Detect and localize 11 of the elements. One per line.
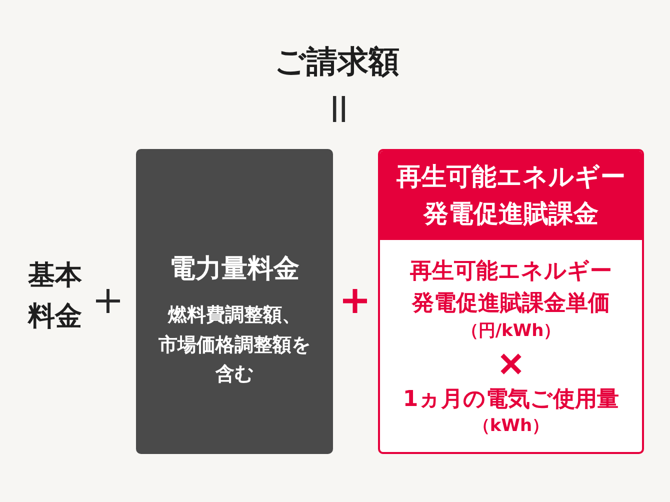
unit-text: （kWh） <box>472 415 550 438</box>
box-note: 燃料費調整額、市場価格調整額を含む <box>158 303 312 388</box>
unit-text: （円/kWh） <box>461 320 561 343</box>
formula-text: 1ヵ月の電気ご使用量 <box>402 386 620 414</box>
title: ご請求額 <box>274 44 400 82</box>
charge-box <box>378 149 644 454</box>
box-heading: 再生可能エネルギー発電促進賦課金 <box>380 151 642 240</box>
charge-box <box>136 149 333 454</box>
term-text: 基本料金 <box>28 259 83 334</box>
formula-text: 再生可能エネルギー発電促進賦課金単価 <box>409 258 613 318</box>
box-heading: 電力量料金 <box>170 253 300 286</box>
